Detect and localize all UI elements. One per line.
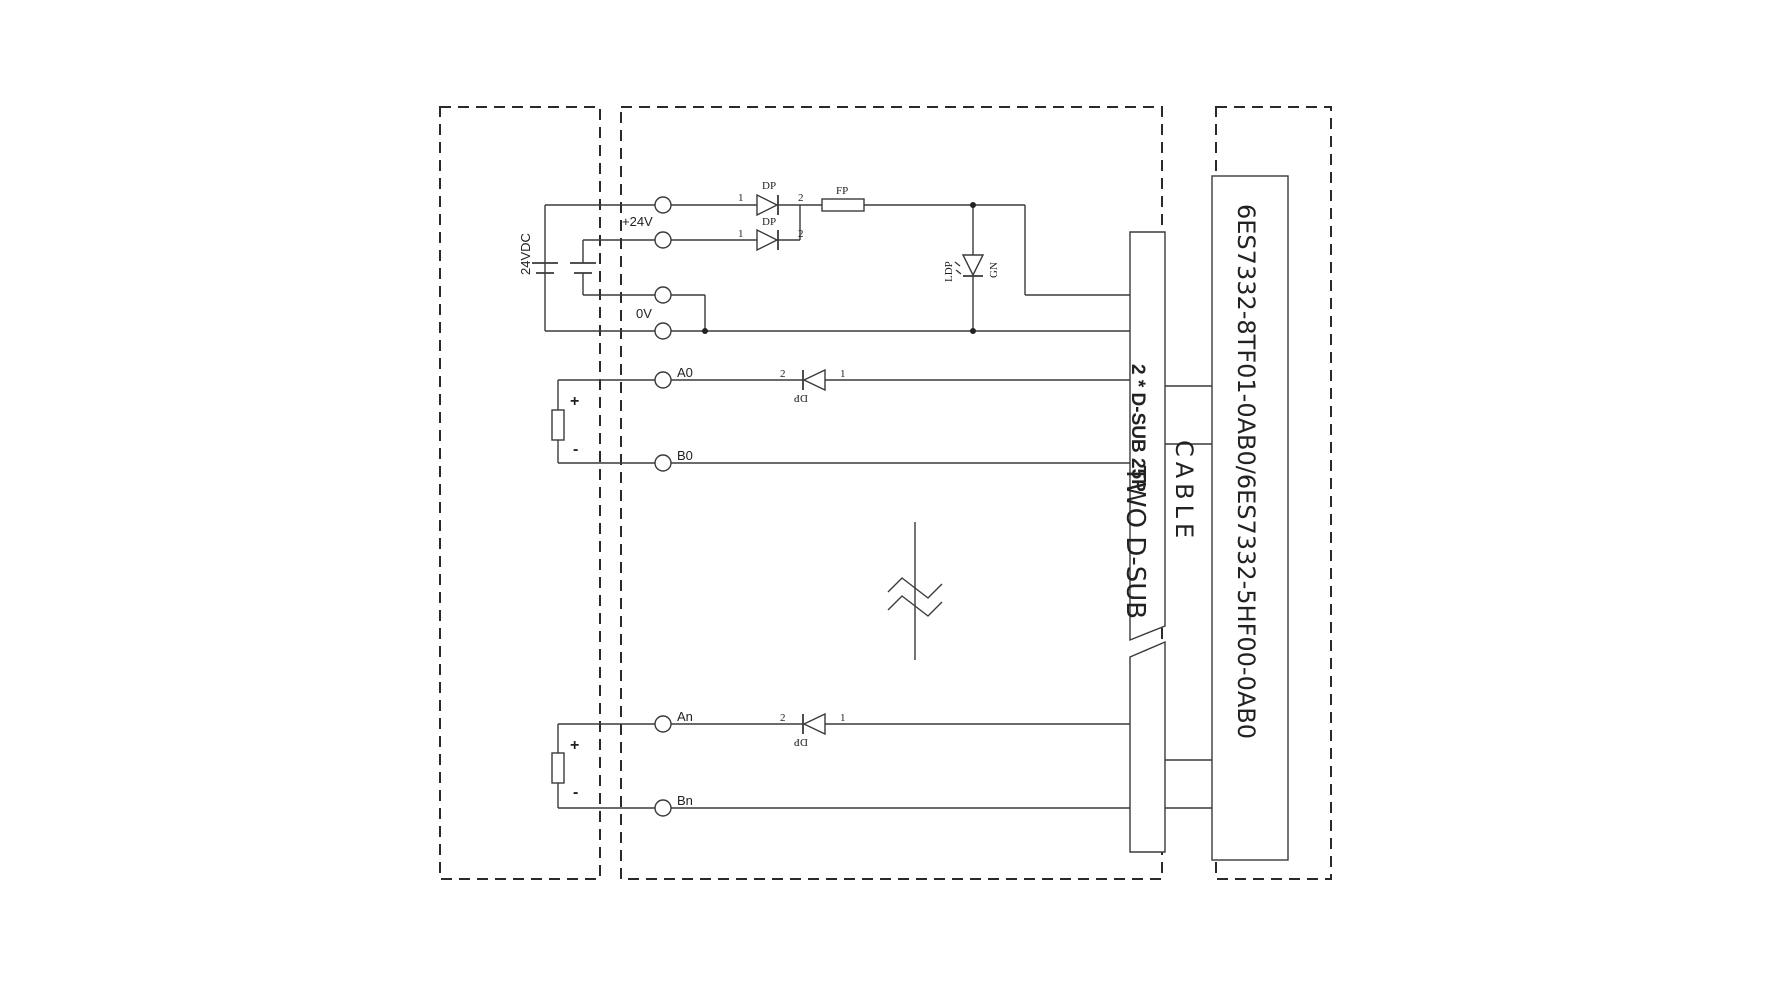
channel-0-a-label: A0 [677, 365, 693, 380]
field-side-enclosure [439, 106, 601, 880]
terminal-b0 [654, 454, 672, 472]
diode-channel-n-icon [802, 712, 826, 736]
power-supply-section: 24VDC +24V 0V DP DP 1 2 1 2 FP LDP GN [518, 180, 1130, 340]
fuse-label: FP [836, 185, 848, 197]
channel-n-diode-label: DP [794, 736, 808, 748]
channel-n-b-label: Bn [677, 793, 693, 808]
channel-n: + - An Bn 2 1 DP [551, 709, 1130, 817]
channel-n-a-label: An [677, 709, 693, 724]
channel-0-b-label: B0 [677, 448, 693, 463]
diode-1-label: DP [762, 180, 776, 192]
led-ldp-icon [961, 254, 985, 277]
module-box [1211, 175, 1289, 861]
dsub-connector-lower [1129, 640, 1166, 853]
sensor-n-icon [551, 752, 565, 784]
terminal-bn [654, 799, 672, 817]
channel-0-pin-right: 1 [840, 368, 846, 380]
diode-2-label: DP [762, 216, 776, 228]
led-color-label: GN [988, 262, 1000, 278]
cable-label: CABLE [1170, 440, 1198, 543]
diode-channel-0-icon [802, 368, 826, 392]
sensor-0-icon [551, 409, 565, 441]
break-symbol [887, 522, 943, 660]
terminal-a0 [654, 371, 672, 389]
channel-n-pin-right: 1 [840, 712, 846, 724]
led-label: LDP [943, 261, 955, 282]
terminal-block-enclosure [620, 106, 1163, 880]
diode-1-pin2: 2 [798, 192, 804, 204]
terminal-0v-2 [654, 322, 672, 340]
connector-sub-label: TWO D-SUB [1120, 465, 1150, 619]
channel-n-pin-left: 2 [780, 712, 786, 724]
channel-0: + - A0 B0 2 1 DP [551, 365, 1130, 472]
terminal-plus24-1 [654, 196, 672, 214]
voltage-label: 24VDC [518, 233, 533, 275]
zero-volt-label: 0V [636, 306, 652, 321]
terminal-an [654, 715, 672, 733]
channel-0-diode-label: DP [794, 392, 808, 404]
channel-n-plus: + [570, 737, 579, 754]
plus24-label: +24V [622, 214, 653, 229]
fuse-fp-icon [821, 198, 865, 212]
channel-0-minus: - [573, 441, 578, 458]
module-part-number: 6ES7332-8TF01-0AB0/6ES7332-5HF00-0AB0 [1232, 204, 1260, 739]
terminal-plus24-2 [654, 231, 672, 249]
terminal-0v-1 [654, 286, 672, 304]
channel-n-minus: - [573, 784, 578, 801]
diode-2-pin2: 2 [798, 228, 804, 240]
dsub-connector-upper [1129, 231, 1166, 642]
channel-0-plus: + [570, 393, 579, 410]
diode-2-pin1: 1 [738, 228, 744, 240]
diode-1-pin1: 1 [738, 192, 744, 204]
connector-main-label: 2 * D-SUB 25P [1127, 364, 1148, 492]
channel-0-pin-left: 2 [780, 368, 786, 380]
diode-dp-2-icon [756, 228, 779, 252]
diode-dp-1-icon [756, 193, 779, 217]
